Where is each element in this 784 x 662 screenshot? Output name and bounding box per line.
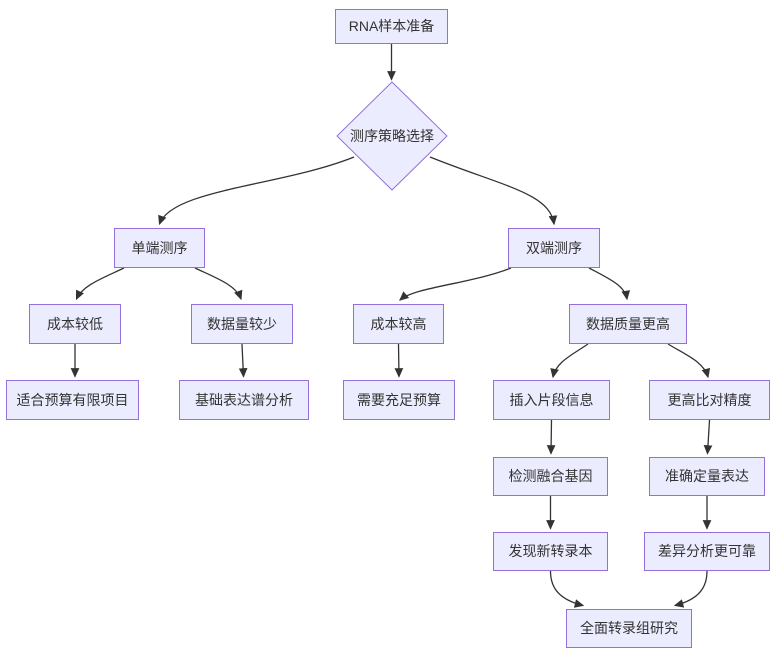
node-fusion-gene: 检测融合基因: [493, 457, 608, 496]
edge-paired-end-to-cost-high: [399, 267, 512, 301]
decision-diamond-shape: [336, 81, 448, 191]
node-insert-info: 插入片段信息: [493, 380, 610, 420]
node-cost-high: 成本较高: [353, 304, 444, 344]
node-align-precision: 更高比对精度: [649, 380, 770, 420]
node-budget-limited: 适合预算有限项目: [6, 380, 139, 420]
edge-align-precision-to-quant-expression: [703, 419, 713, 455]
edge-new-transcript-to-transcriptome: [549, 570, 585, 608]
node-new-transcript: 发现新转录本: [493, 532, 608, 571]
node-basic-expression: 基础表达谱分析: [179, 380, 309, 420]
node-paired-end: 双端测序: [508, 228, 600, 268]
node-transcriptome: 全面转录组研究: [566, 609, 692, 648]
node-data-less: 数据量较少: [191, 304, 293, 344]
edge-strategy-decision-to-single-end: [158, 156, 355, 226]
edge-paired-end-to-quality-high: [588, 267, 631, 301]
edge-single-end-to-cost-low: [75, 267, 125, 301]
node-diff-reliable: 差异分析更可靠: [644, 532, 770, 571]
edge-diff-reliable-to-transcriptome: [673, 570, 708, 608]
node-budget-sufficient: 需要充足预算: [343, 380, 455, 420]
edge-quality-high-to-align-precision: [667, 343, 711, 379]
node-strategy-decision: 测序策略选择: [350, 128, 434, 144]
edge-single-end-to-data-less: [194, 267, 243, 301]
edge-strategy-decision-to-paired-end: [429, 156, 558, 226]
node-quality-high: 数据质量更高: [569, 304, 687, 344]
node-single-end: 单端测序: [114, 228, 205, 268]
node-rna-sample-prep: RNA样本准备: [335, 9, 448, 44]
edge-cost-high-to-budget-sufficient: [394, 343, 404, 378]
edge-data-less-to-basic-expression: [238, 343, 248, 378]
edge-quality-high-to-insert-info: [550, 343, 589, 379]
node-quant-expression: 准确定量表达: [649, 457, 765, 496]
edge-insert-info-to-fusion-gene: [546, 419, 556, 455]
node-cost-low: 成本较低: [29, 304, 121, 344]
